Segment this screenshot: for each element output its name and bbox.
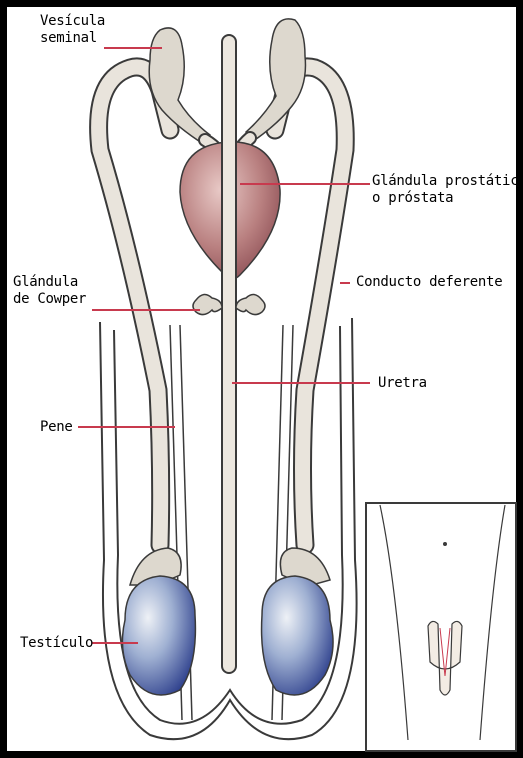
label-uretra: Uretra: [378, 375, 427, 392]
label-pene: Pene: [40, 419, 73, 436]
seminal-vesicle-right: [246, 19, 305, 142]
label-testiculo: Testículo: [20, 635, 93, 652]
label-vesicula-seminal: Vesícula seminal: [40, 13, 105, 47]
urethra: [221, 34, 237, 674]
vas-deferens-right: [275, 67, 345, 545]
label-glandula-cowper: Glándula de Cowper: [13, 274, 86, 308]
inset-body-thumbnail: [366, 503, 516, 751]
seminal-vesicle-left: [149, 28, 210, 145]
testicle-left: [122, 576, 195, 695]
label-conducto-deferente: Conducto deferente: [356, 274, 502, 291]
vas-deferens-left: [99, 67, 170, 545]
label-glandula-prostatica: Glándula prostática o próstata: [372, 173, 523, 207]
testicle-right: [262, 576, 333, 695]
